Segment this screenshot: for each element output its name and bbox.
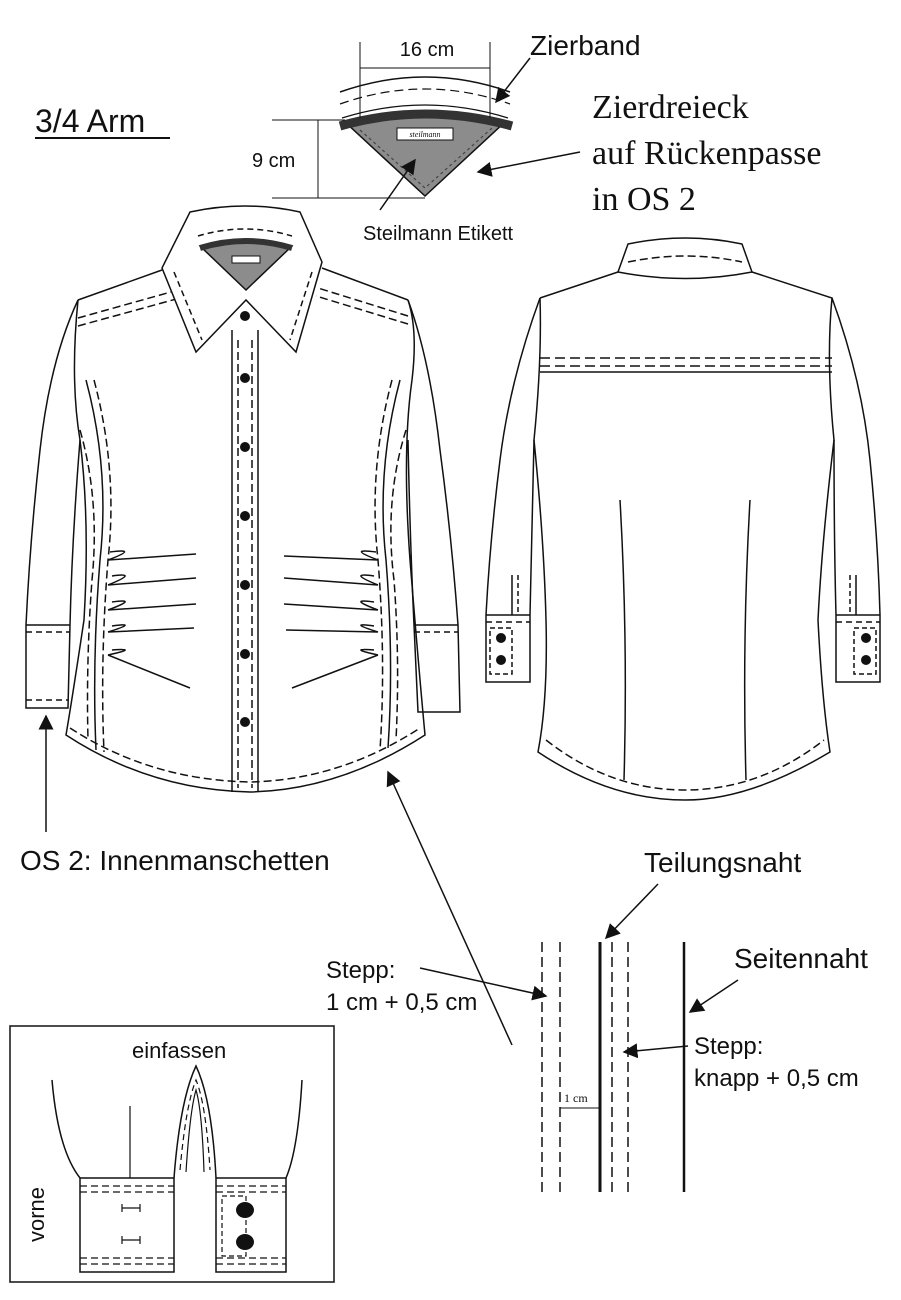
teilungsnaht-label: Teilungsnaht bbox=[644, 847, 801, 878]
button-icon bbox=[861, 655, 871, 665]
arrow-icon bbox=[604, 883, 659, 940]
height-dimension: 9 cm bbox=[252, 150, 295, 172]
front-buttons bbox=[240, 311, 250, 727]
stepp-left-line1: Stepp: bbox=[326, 957, 395, 984]
back-view bbox=[485, 237, 881, 801]
sleeve-title: 3/4 Arm bbox=[35, 103, 170, 139]
back-left-sleeve bbox=[485, 297, 541, 683]
front-left-sleeve bbox=[25, 299, 81, 709]
front-view bbox=[25, 205, 461, 793]
vorne-label: vorne bbox=[24, 1187, 49, 1242]
arrow-icon bbox=[419, 967, 548, 1001]
zierdreieck-label-3: in OS 2 bbox=[592, 181, 696, 218]
button-icon bbox=[240, 311, 250, 321]
steilmann-label bbox=[396, 127, 454, 141]
width-dimension: 16 cm bbox=[400, 39, 454, 61]
arrow-icon bbox=[379, 158, 416, 211]
back-right-sleeve bbox=[831, 297, 881, 683]
zierband-shape bbox=[338, 109, 514, 131]
seitennaht-label: Seitennaht bbox=[734, 943, 868, 974]
zierdreieck-shape bbox=[343, 113, 507, 198]
arrow-icon bbox=[476, 151, 581, 177]
back-collar bbox=[616, 237, 753, 280]
back-body-outline bbox=[533, 271, 835, 801]
button-icon bbox=[236, 1202, 254, 1218]
button-icon bbox=[240, 580, 250, 590]
zierband-label: Zierband bbox=[530, 30, 641, 61]
button-icon bbox=[240, 717, 250, 727]
button-icon bbox=[861, 633, 871, 643]
zierdreieck-label-1: Zierdreieck bbox=[592, 89, 749, 126]
button-icon bbox=[240, 442, 250, 452]
arrow-icon bbox=[622, 1043, 689, 1059]
button-icon bbox=[236, 1234, 254, 1250]
cuff-detail-box bbox=[9, 1025, 335, 1283]
seam-detail bbox=[541, 942, 686, 1192]
zierdreieck-detail: steilmann 16 cm 9 cm bbox=[252, 39, 581, 211]
front-right-sleeve bbox=[407, 299, 461, 713]
button-icon bbox=[496, 655, 506, 665]
button-icon bbox=[240, 511, 250, 521]
button-icon bbox=[496, 633, 506, 643]
zierdreieck-label-2: auf Rückenpasse bbox=[592, 135, 821, 172]
one-cm-label: 1 cm bbox=[564, 1091, 588, 1105]
cuff-detail-buttons bbox=[236, 1202, 254, 1250]
button-icon bbox=[240, 649, 250, 659]
arrow-icon bbox=[688, 979, 739, 1013]
sleeve-title-text: 3/4 Arm bbox=[35, 103, 145, 139]
etikett-label: Steilmann Etikett bbox=[363, 223, 514, 245]
arrow-icon bbox=[495, 57, 531, 104]
innenmanschetten-label: OS 2: Innenmanschetten bbox=[20, 845, 330, 876]
back-cuff-buttons bbox=[496, 633, 871, 665]
stepp-left-line2: 1 cm + 0,5 cm bbox=[326, 989, 477, 1016]
einfassen-label: einfassen bbox=[132, 1038, 226, 1063]
arrow-icon bbox=[386, 770, 513, 1046]
front-body-outline bbox=[65, 299, 426, 793]
steilmann-label-text: steilmann bbox=[409, 130, 440, 139]
button-icon bbox=[240, 373, 250, 383]
stepp-right-line2: knapp + 0,5 cm bbox=[694, 1065, 859, 1092]
stepp-right-line1: Stepp: bbox=[694, 1033, 763, 1060]
